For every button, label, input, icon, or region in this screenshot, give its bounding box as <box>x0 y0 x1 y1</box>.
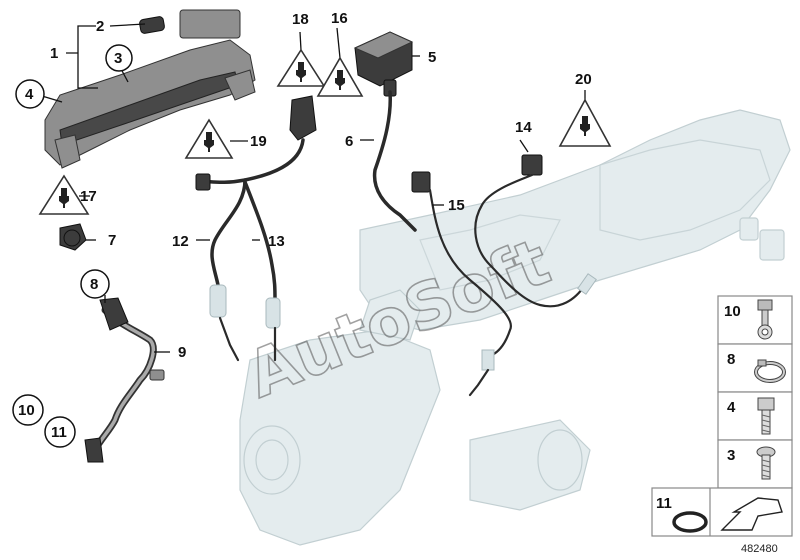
hose-clamp-icon <box>754 359 786 383</box>
plug-icon <box>204 132 214 152</box>
callout-15: 15 <box>448 197 465 214</box>
callout-4: 4 <box>25 86 34 103</box>
callout-16: 16 <box>331 10 348 27</box>
callout-14: 14 <box>515 119 532 136</box>
legend-label-4: 4 <box>727 399 736 416</box>
temperature-sensor-14 <box>474 154 597 308</box>
warning-triangle-19 <box>184 118 234 159</box>
callout-circle-3 <box>105 44 133 72</box>
oxygen-sensor-cables <box>195 95 317 362</box>
callout-circle-4 <box>15 79 45 109</box>
warning-triangle-16 <box>316 56 364 97</box>
sealing-ring-icon <box>672 511 708 533</box>
banjo-bolt-icon <box>757 299 773 340</box>
cable-6 <box>372 90 417 232</box>
callout-19: 19 <box>250 133 267 150</box>
callout-9: 9 <box>178 344 186 361</box>
callout-circle-8 <box>80 269 110 299</box>
callout-3: 3 <box>114 50 122 67</box>
warning-triangle-17 <box>38 174 90 215</box>
module-5 <box>353 31 414 97</box>
legend-label-10: 10 <box>724 303 741 320</box>
legend-cell-4 <box>717 391 793 441</box>
callout-7: 7 <box>108 232 116 249</box>
callout-13: 13 <box>268 233 285 250</box>
callout-20: 20 <box>575 71 592 88</box>
plug-icon <box>296 62 306 82</box>
reference-number: 482480 <box>741 543 778 555</box>
hardware-legend: 10 8 4 3 11 <box>651 295 793 537</box>
callout-circle-10 <box>12 394 44 426</box>
bracket-assembly <box>44 9 256 169</box>
plug-icon <box>59 188 69 208</box>
legend-label-8: 8 <box>727 351 735 368</box>
callout-8: 8 <box>90 276 98 293</box>
particulate-filter-ghost <box>239 289 591 546</box>
legend-cell-3 <box>717 439 793 489</box>
callout-17: 17 <box>80 188 97 205</box>
plug-icon <box>335 70 345 90</box>
callout-18: 18 <box>292 11 309 28</box>
legend-cell-8 <box>717 343 793 393</box>
leader-lines <box>41 23 586 353</box>
pressure-sensor-7 <box>59 223 87 251</box>
pipe-9 <box>84 297 165 463</box>
legend-label-3: 3 <box>727 447 735 464</box>
callout-circle-11 <box>44 416 76 448</box>
callout-5: 5 <box>428 49 436 66</box>
legend-label-11: 11 <box>656 495 672 512</box>
temperature-sensor-15 <box>411 171 513 397</box>
callout-12: 12 <box>172 233 189 250</box>
callout-2: 2 <box>96 18 104 35</box>
arrow-icon <box>720 497 783 531</box>
warning-triangle-18 <box>276 48 326 87</box>
torx-screw-icon <box>756 446 776 480</box>
legend-cell-10 <box>717 295 793 345</box>
callout-1: 1 <box>50 45 58 62</box>
plug-icon <box>580 116 590 136</box>
callout-labels: 1 2 3 4 5 6 7 8 9 10 11 12 13 14 15 16 1… <box>12 10 592 448</box>
hex-bolt-icon <box>757 397 775 435</box>
callout-10: 10 <box>18 402 35 419</box>
exhaust-manifold-ghost <box>359 109 791 331</box>
warning-triangle-20 <box>558 98 612 147</box>
callout-6: 6 <box>345 133 353 150</box>
callout-11: 11 <box>51 424 67 441</box>
